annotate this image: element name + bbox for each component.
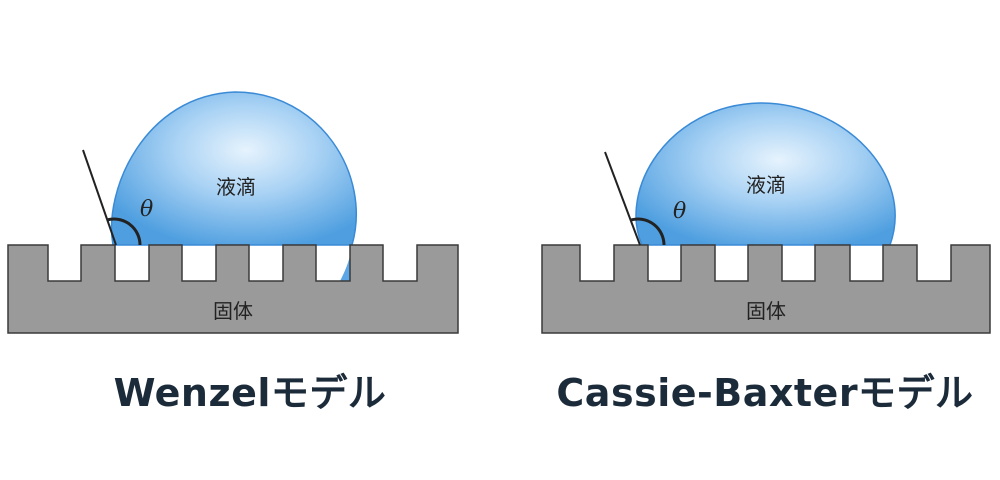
wenzel-contact-tangent — [82, 149, 117, 246]
wenzel-groove-water — [340, 245, 352, 281]
cassie-baxter-droplet — [635, 102, 896, 246]
cassie-baxter-droplet-label: 液滴 — [746, 173, 786, 197]
wenzel-solid — [7, 244, 459, 334]
wenzel-solid-label: 固体 — [213, 299, 253, 323]
cassie-baxter-theta-label: θ — [673, 199, 686, 224]
cassie-baxter-angle-arc — [630, 217, 666, 246]
cassie-baxter-title: Cassie-Baxterモデル — [556, 371, 974, 415]
wenzel-title: Wenzelモデル — [113, 371, 387, 415]
wenzel-panel: θ 液滴 固体 — [7, 91, 459, 334]
wenzel-droplet-label: 液滴 — [216, 175, 256, 199]
cassie-baxter-solid — [541, 244, 991, 334]
wenzel-droplet — [110, 91, 357, 246]
wenzel-angle-arc — [106, 217, 142, 246]
cassie-baxter-panel: θ 液滴 固体 — [541, 102, 991, 334]
cassie-baxter-contact-tangent — [604, 151, 641, 246]
cassie-baxter-solid-label: 固体 — [746, 299, 786, 323]
wenzel-theta-label: θ — [140, 197, 153, 222]
